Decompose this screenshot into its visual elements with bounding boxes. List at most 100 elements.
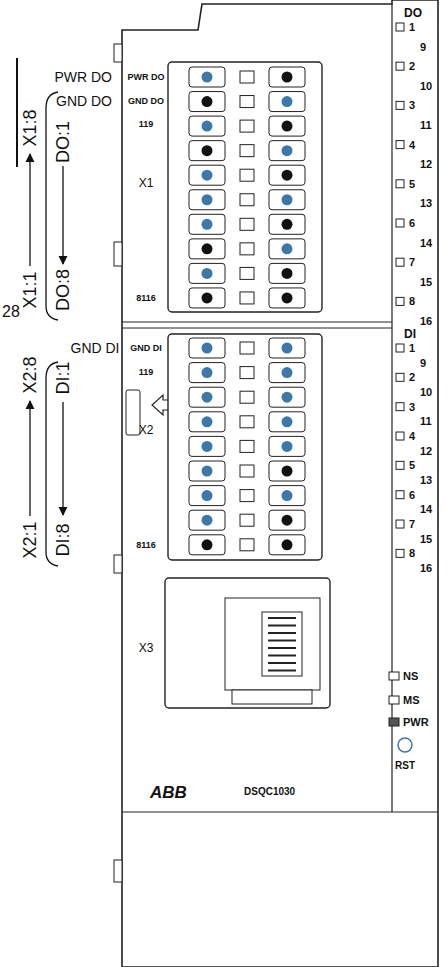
housing-edge [122,328,392,329]
terminal [269,486,305,506]
terminal-screw [202,539,213,550]
terminal-row [189,486,305,506]
jack-pin [268,640,296,642]
pin-number: 6 [409,218,415,229]
terminal-row [189,141,305,161]
terminal [269,92,305,112]
led [396,141,404,149]
terminal-release [240,218,254,230]
ethernet-jack [262,612,302,676]
dimension: 28 [2,304,20,320]
ethernet-jack [232,690,312,704]
terminal [189,535,225,555]
terminal-row [189,461,305,481]
terminal [269,387,305,407]
terminal [189,436,225,456]
led [396,461,404,469]
pin-range: DI:1 [54,361,72,394]
direction-arrow [62,402,63,515]
pin-number: 2 [409,372,415,383]
terminal-screw [282,268,293,279]
led [389,718,399,726]
pin-number: 16 [420,316,432,327]
pin-number: 9 [420,41,426,52]
terminal-screw [282,194,293,205]
terminal [189,165,225,185]
terminal-screw [202,170,213,181]
pin-number: 13 [420,198,432,209]
terminal [189,486,225,506]
terminal-screw [282,343,293,354]
led [396,520,404,528]
terminal-screw [202,490,213,501]
jack-pin [268,625,296,627]
terminal-row [189,535,305,555]
pin-number: 14 [420,504,432,515]
terminal-block [168,62,322,312]
terminal-screw [202,416,213,427]
pin-number: 8 [409,296,415,307]
terminal-screw [282,219,293,230]
pin-number: 10 [420,387,432,398]
led [396,219,404,227]
led [396,23,404,31]
terminal-row [189,92,305,112]
led-group-label: DO [404,7,422,19]
terminal-screw [282,392,293,403]
pin-number: 9 [420,357,426,368]
terminal-release [240,514,254,526]
terminal [269,535,305,555]
led-label: PWR [403,717,429,728]
led [396,549,404,557]
jack-pin [268,670,296,672]
terminal [189,412,225,432]
terminal [269,116,305,136]
terminal-row [189,214,305,234]
terminal [189,92,225,112]
module-housing [122,0,438,967]
terminal-release [240,440,254,452]
terminal-release [240,120,254,132]
terminal-release [240,145,254,157]
terminal-row [189,288,305,308]
pin-number: 4 [409,431,415,442]
terminal-row [189,116,305,136]
printed-marking: 8116 [136,541,156,550]
reset-button [398,738,412,752]
pin-number: 5 [409,460,415,471]
terminal [189,190,225,210]
terminal [189,239,225,259]
housing-tab [114,860,122,882]
printed-marking: GND DO [128,97,164,106]
brand-logo: ABB [150,784,187,801]
terminal-release [240,490,254,502]
terminal [189,510,225,530]
pin-number: 12 [420,445,432,456]
printed-marking: 119 [139,368,154,377]
terminal [269,263,305,283]
pin-number: 7 [409,257,415,268]
housing-tab [114,555,122,573]
button-label: RST [395,761,415,771]
jack-pin [268,617,296,619]
pin-number: 10 [420,80,432,91]
pin-number: 15 [420,533,432,544]
pin-range: X1:1 [21,271,39,308]
terminal-row [189,363,305,383]
terminal-screw [282,292,293,303]
housing-edge [391,4,392,812]
terminal-row [189,190,305,210]
terminal-screw [282,515,293,526]
terminal [189,214,225,234]
terminal-release [240,194,254,206]
terminal-screw [202,243,213,254]
led [396,432,404,440]
terminal [269,288,305,308]
terminal [189,288,225,308]
pin-number: 14 [420,237,432,248]
terminal-row [189,67,305,87]
terminal [269,190,305,210]
pin-range: DO:8 [54,269,72,311]
terminal [269,461,305,481]
signal-label: PWR DO [54,70,112,84]
